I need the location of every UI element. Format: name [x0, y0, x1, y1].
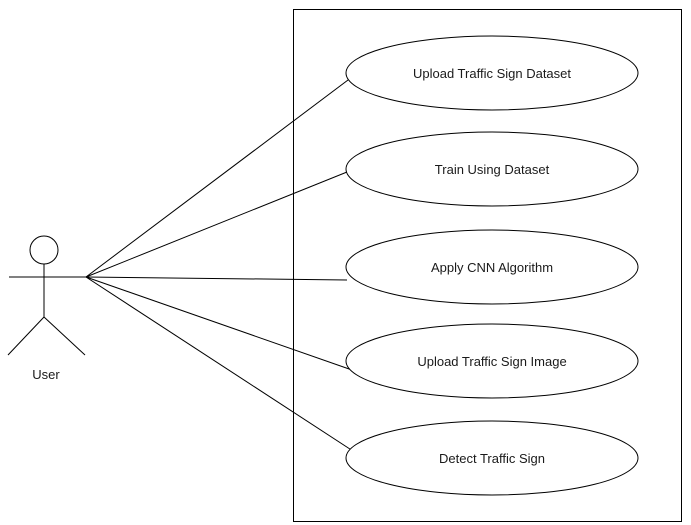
actor-right-leg	[43, 316, 86, 356]
actor-head	[29, 235, 59, 265]
use-case-ellipse	[345, 35, 639, 111]
associations	[85, 73, 357, 454]
use-case-apply-cnn: Apply CNN Algorithm	[345, 229, 639, 305]
actor-user: User	[7, 235, 86, 382]
system-boundary	[293, 9, 682, 522]
use-case-detect: Detect Traffic Sign	[345, 420, 639, 496]
association-line-upload-dataset	[85, 73, 357, 278]
actor-left-leg	[7, 316, 45, 356]
use-case-label: Detect Traffic Sign	[439, 451, 545, 466]
use-case-train: Train Using Dataset	[345, 131, 639, 207]
use-case-ellipse	[345, 131, 639, 207]
use-case-upload-dataset: Upload Traffic Sign Dataset	[345, 35, 639, 111]
actor-label: User	[32, 367, 60, 382]
use-case-ellipse	[345, 323, 639, 399]
use-case-label: Upload Traffic Sign Image	[417, 354, 566, 369]
association-line-train	[85, 169, 353, 278]
use-case-label: Train Using Dataset	[435, 162, 550, 177]
association-line-apply-cnn	[85, 276, 348, 281]
use-case-label: Apply CNN Algorithm	[431, 260, 553, 275]
use-case-ellipse	[345, 420, 639, 496]
association-line-upload-image	[85, 276, 353, 371]
use-case-ellipse	[345, 229, 639, 305]
use-case-upload-image: Upload Traffic Sign Image	[345, 323, 639, 399]
association-line-detect	[85, 276, 357, 454]
use-case-label: Upload Traffic Sign Dataset	[413, 66, 571, 81]
